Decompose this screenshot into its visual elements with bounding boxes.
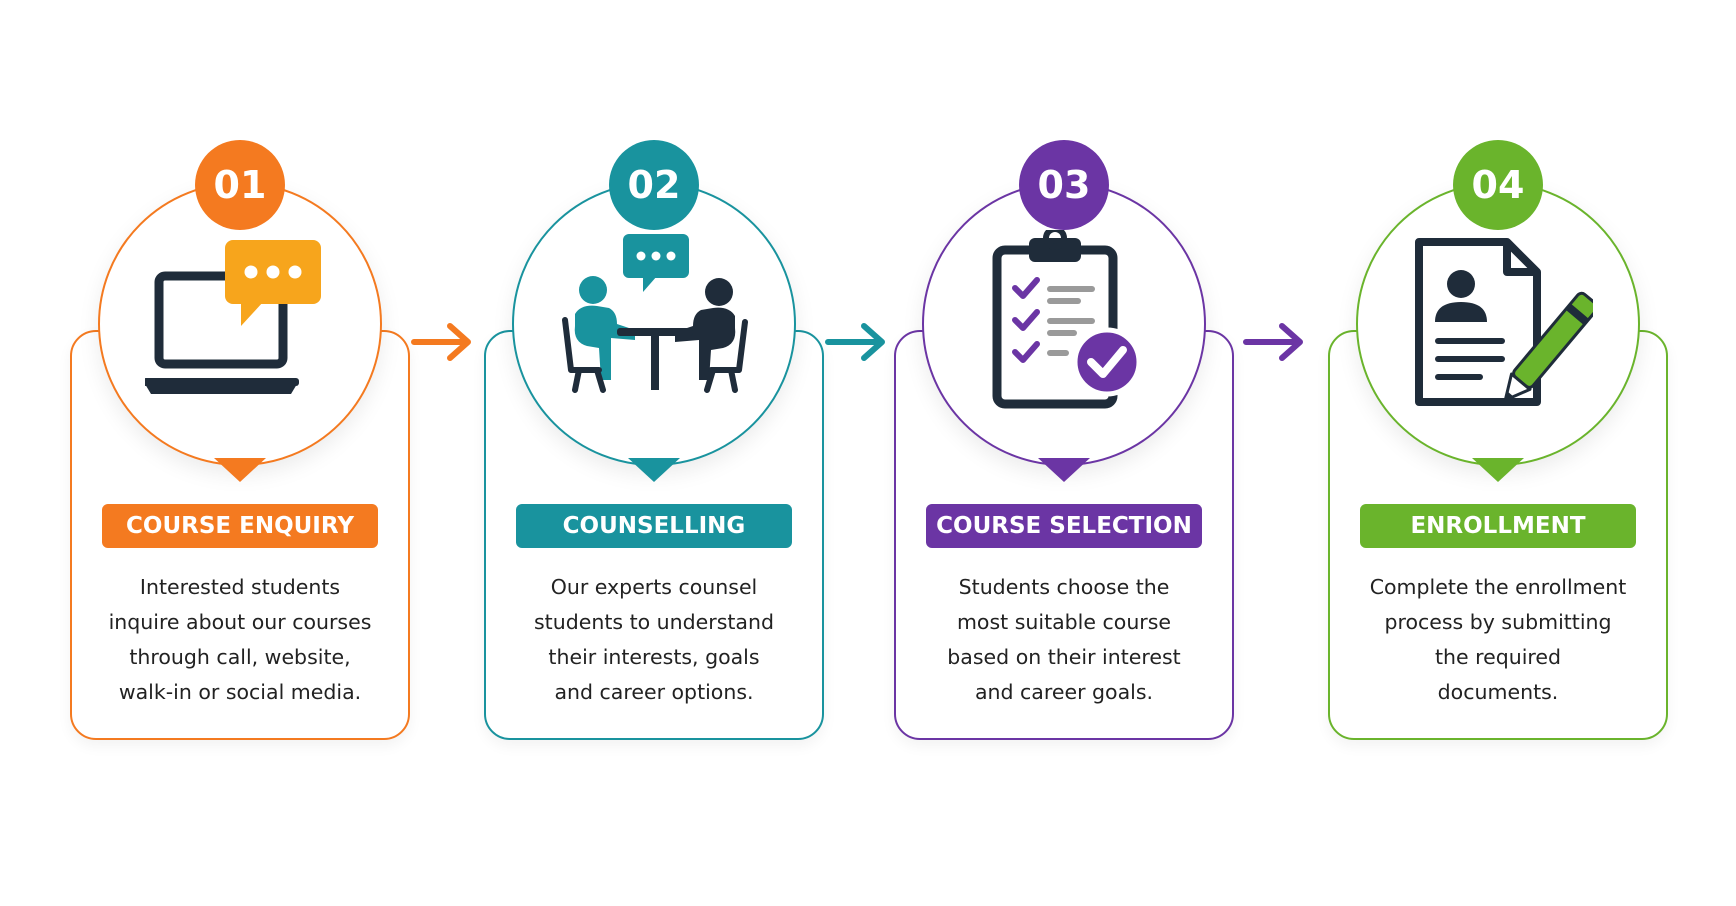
description-line: walk-in or social media. [118,680,362,704]
description-line: through call, website, [129,645,351,669]
description-line: Students choose the [958,575,1170,599]
description-line: Interested students [139,575,341,599]
step-number-badge: 01 [195,140,285,230]
description-line: and career goals. [974,680,1154,704]
step-number-badge: 02 [609,140,699,230]
description-line: process by submitting [1384,610,1612,634]
step-number-badge: 03 [1019,140,1109,230]
description-line: students to understand [534,610,774,634]
step-course-selection: 03 COURSE SELECTION Students choose the … [894,140,1234,740]
step-description: Complete the enrollment process by submi… [1352,570,1644,710]
description-line: inquire about our courses [108,610,372,634]
description-line: documents. [1437,680,1559,704]
step-enrollment: 04 ENROLLMENT Complete the enrollment pr… [1328,140,1668,740]
description-line: the required [1434,645,1562,669]
pointer-triangle [1472,458,1524,482]
step-description: Students choose the most suitable course… [918,570,1210,710]
arrow-right-icon [1242,322,1308,362]
icon-circle [512,182,796,466]
step-title: ENROLLMENT [1360,504,1636,548]
step-counselling: 02 COUNSELLING Our experts counsel stude… [484,140,824,740]
step-number-badge: 04 [1453,140,1543,230]
description-line: their interests, goals [548,645,760,669]
description-line: and career options. [554,680,754,704]
counselling-meeting-icon [559,230,749,420]
step-description: Interested students inquire about our co… [94,570,386,710]
pointer-triangle [214,458,266,482]
pointer-triangle [628,458,680,482]
document-signing-icon [1403,230,1593,420]
step-description: Our experts counsel students to understa… [508,570,800,710]
step-title: COURSE SELECTION [926,504,1202,548]
step-title: COUNSELLING [516,504,792,548]
description-line: Complete the enrollment [1369,575,1627,599]
step-course-enquiry: 01 COURSE ENQUIRY Interested students in… [70,140,410,740]
checklist-clipboard-icon [969,230,1159,420]
arrow-right-icon [410,322,476,362]
description-line: based on their interest [947,645,1181,669]
arrow-right-icon [824,322,890,362]
description-line: Our experts counsel [550,575,758,599]
laptop-chat-icon [145,230,335,420]
pointer-triangle [1038,458,1090,482]
description-line: most suitable course [956,610,1172,634]
step-title: COURSE ENQUIRY [102,504,378,548]
